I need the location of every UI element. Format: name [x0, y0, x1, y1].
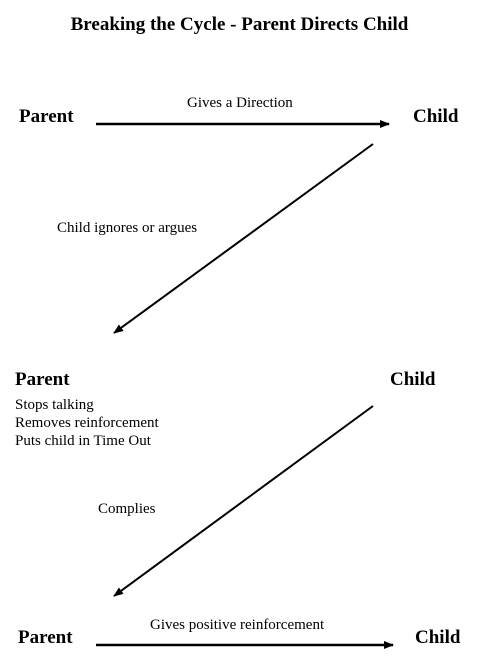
parent-node-3: Parent: [18, 627, 73, 648]
arrow-child-to-parent-ignores: [113, 143, 374, 334]
parent-node-2: Parent: [15, 369, 70, 390]
parent-node-1: Parent: [19, 106, 74, 127]
parent-action-removes-reinforcement: Removes reinforcement: [15, 415, 159, 431]
parent-action-stops-talking: Stops talking: [15, 397, 94, 413]
arrow-label-ignores-argues: Child ignores or argues: [57, 220, 198, 236]
arrow-label-positive-reinforcement: Gives positive reinforcement: [150, 617, 325, 633]
arrow-label-gives-direction: Gives a Direction: [187, 95, 293, 111]
child-node-1: Child: [413, 106, 459, 127]
arrow-label-complies: Complies: [98, 501, 156, 517]
arrow-child-to-parent-complies: [113, 405, 374, 597]
parent-action-time-out: Puts child in Time Out: [15, 433, 151, 449]
child-node-3: Child: [415, 627, 461, 648]
child-node-2: Child: [390, 369, 436, 390]
diagram-title: Breaking the Cycle - Parent Directs Chil…: [70, 14, 409, 35]
